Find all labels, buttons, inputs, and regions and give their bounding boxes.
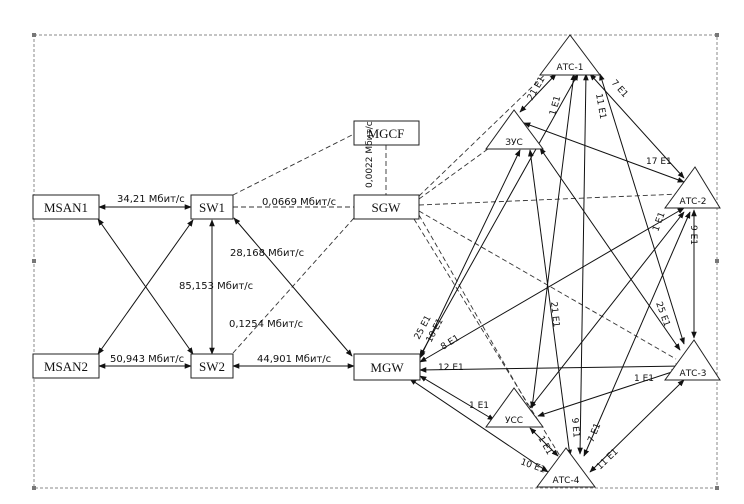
label-sgw-mgcf: 0,0022 Мбит/с — [365, 121, 375, 188]
node-sw2[interactable]: SW2 — [190, 353, 234, 379]
resize-handle-bottom-right[interactable] — [715, 486, 719, 490]
node-ats1-label: АТС-1 — [557, 63, 584, 73]
label-mgw-ats3: 12 E1 — [438, 363, 464, 373]
node-sgw[interactable]: SGW — [353, 194, 420, 220]
node-sgw-label: SGW — [372, 200, 402, 215]
node-msan2[interactable]: MSAN2 — [32, 353, 100, 379]
label-msan1-sw1: 34,21 Мбит/с — [117, 194, 185, 205]
label-ats1-ats2: 17 E1 — [646, 157, 672, 167]
link-sgw-zus — [418, 145, 493, 200]
link-mgw-ats4 — [409, 378, 549, 473]
node-mgcf[interactable]: MGCF — [353, 120, 420, 146]
label-zus-ats1: 21 E1 — [526, 75, 548, 102]
label-uss-ats2: 1 E1 — [651, 211, 667, 233]
link-sw1-mgw — [233, 217, 353, 357]
node-zus[interactable]: ЗУС — [485, 109, 544, 150]
node-ats4-label: АТС-4 — [553, 476, 580, 486]
link-ats2-ats4 — [583, 211, 691, 457]
node-sw1[interactable]: SW1 — [190, 194, 234, 220]
link-ats1-ats4 — [577, 73, 589, 455]
resize-handle-bottom-left[interactable] — [32, 486, 36, 490]
node-mgw-label: MGW — [370, 360, 404, 375]
label-msan2-sw2: 50,943 Мбит/с — [110, 354, 184, 365]
label-ats2-ats4: 7 E1 — [587, 422, 604, 444]
label-mgw-uss: 1 E1 — [469, 401, 489, 411]
label-sw2-mgw: 44,901 Мбит/с — [257, 354, 331, 365]
label-sw1-sw2: 85,153 Мбит/с — [179, 281, 253, 292]
node-ats2-label: АТС-2 — [680, 197, 707, 207]
label-zus-ats4: 9 E1 — [569, 417, 581, 438]
node-sw1-label: SW1 — [199, 200, 225, 215]
label-ats1-uss: 21 E1 — [548, 301, 561, 328]
node-uss-label: УСС — [505, 416, 523, 426]
label-uss-ats4: 1 E1 — [535, 435, 554, 457]
node-mgw[interactable]: MGW — [353, 353, 421, 381]
label-ats3-ats4: 11 E1 — [595, 447, 620, 472]
link-ats3-ats4 — [589, 379, 685, 473]
node-msan1[interactable]: MSAN1 — [32, 194, 100, 220]
node-ats1[interactable]: АТС-1 — [539, 34, 601, 76]
link-sgw-uss — [418, 214, 529, 406]
label-ats1-ats4: 11 E1 — [593, 93, 607, 120]
link-uss-ats4 — [529, 427, 559, 457]
label-sw2-sgw: 0,1254 Мбит/с — [229, 319, 303, 330]
label-sw1-mgw: 28,168 Мбит/с — [230, 248, 304, 259]
resize-handle-left[interactable] — [32, 259, 36, 263]
link-ats1-uss — [530, 73, 576, 409]
resize-handle-top-right[interactable] — [715, 33, 719, 37]
label-ats1-ats3: 7 E1 — [609, 78, 630, 100]
link-msan2-sw1 — [97, 219, 194, 355]
node-ats3[interactable]: АТС-3 — [664, 339, 721, 381]
node-ats4[interactable]: АТС-4 — [536, 447, 596, 488]
solid-links — [97, 73, 697, 473]
node-ats3-label: АТС-3 — [680, 369, 707, 379]
node-msan2-label: MSAN2 — [44, 359, 88, 374]
label-mgw-ats2: 8 E1 — [439, 333, 461, 352]
link-sgw-ats2 — [418, 193, 681, 206]
label-ats2-ats3: 9 E1 — [688, 225, 698, 245]
label-mgw-ats4: 10 E1 — [519, 457, 547, 475]
e1-labels: 21 E1 1 E1 7 E1 11 E1 17 E1 1 E1 9 E1 25… — [413, 75, 698, 475]
label-uss-ats3: 1 E1 — [634, 374, 654, 384]
link-mgw-uss — [419, 375, 495, 421]
label-mgw-zus-1: 1 E1 — [548, 95, 563, 117]
node-mgcf-label: MGCF — [368, 126, 405, 141]
node-uss[interactable]: УСС — [485, 387, 544, 428]
resize-handle-right[interactable] — [715, 259, 719, 263]
node-msan1-label: MSAN1 — [44, 200, 88, 215]
bandwidth-labels: 34,21 Мбит/с 0,0669 Мбит/с 28,168 Мбит/с… — [110, 121, 375, 365]
resize-handle-top-left[interactable] — [32, 33, 36, 37]
link-uss-ats3 — [537, 369, 679, 417]
link-zus-ats2 — [523, 122, 685, 183]
label-sw1-sgw: 0,0669 Мбит/с — [262, 197, 336, 208]
node-zus-label: ЗУС — [505, 138, 523, 148]
node-sw2-label: SW2 — [199, 359, 225, 374]
link-sw1-mgcf — [232, 133, 355, 196]
node-ats2[interactable]: АТС-2 — [664, 166, 721, 209]
selection-frame[interactable] — [33, 34, 718, 489]
